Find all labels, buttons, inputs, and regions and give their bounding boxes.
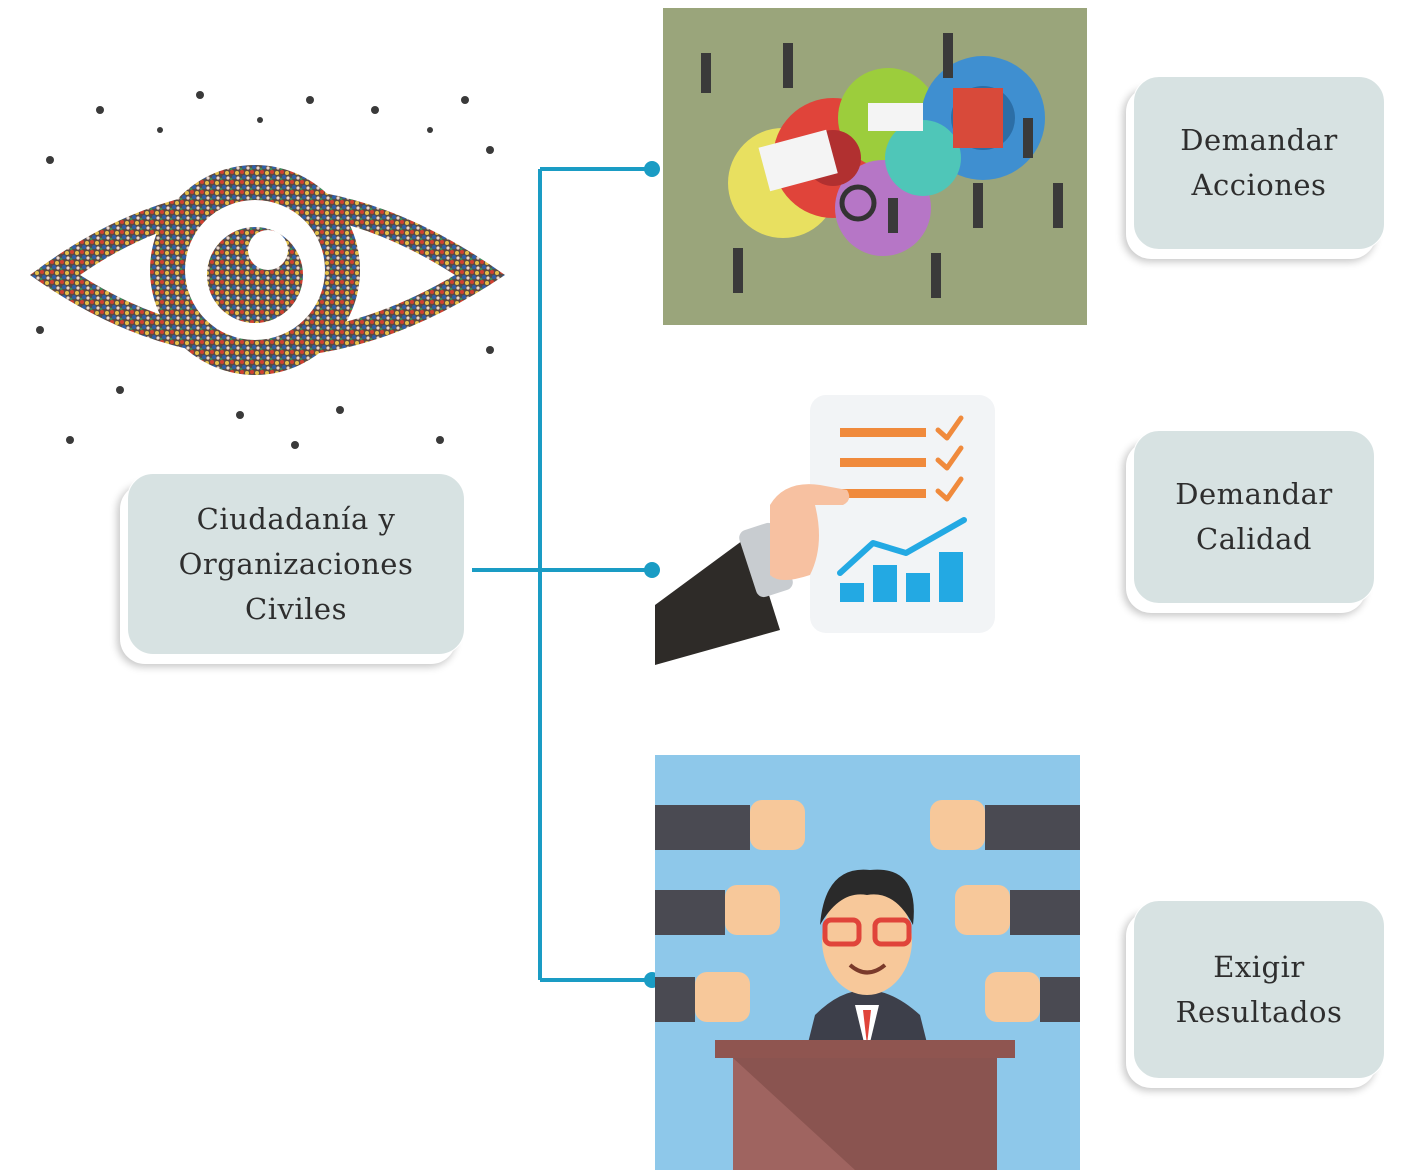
hand-checklist-chart-icon (655, 395, 995, 665)
speaker-thumbs-image (655, 755, 1080, 1170)
source-card: Ciudadanía y Organizaciones Civiles (127, 473, 465, 655)
target-card-exigir-resultados: Exigir Resultados (1133, 900, 1385, 1079)
connector-dot-2 (644, 562, 660, 578)
target-card-demandar-acciones: Demandar Acciones (1133, 76, 1385, 250)
target-card-label: Demandar Calidad (1175, 477, 1333, 556)
speaker-thumbs-up-icon (655, 800, 1080, 1170)
target-card-label: Exigir Resultados (1175, 949, 1343, 1029)
crowd-eye-image (10, 70, 515, 480)
target-card-label: Demandar Acciones (1180, 123, 1338, 202)
hand-checklist-image (655, 395, 1000, 665)
gears-team-icon (701, 33, 1063, 298)
gears-team-image (663, 8, 1087, 325)
connector-dot-1 (644, 161, 660, 177)
crowd-eye-icon (30, 91, 505, 449)
source-card-label: Ciudadanía y Organizaciones Civiles (178, 501, 414, 626)
target-card-demandar-calidad: Demandar Calidad (1133, 430, 1375, 604)
